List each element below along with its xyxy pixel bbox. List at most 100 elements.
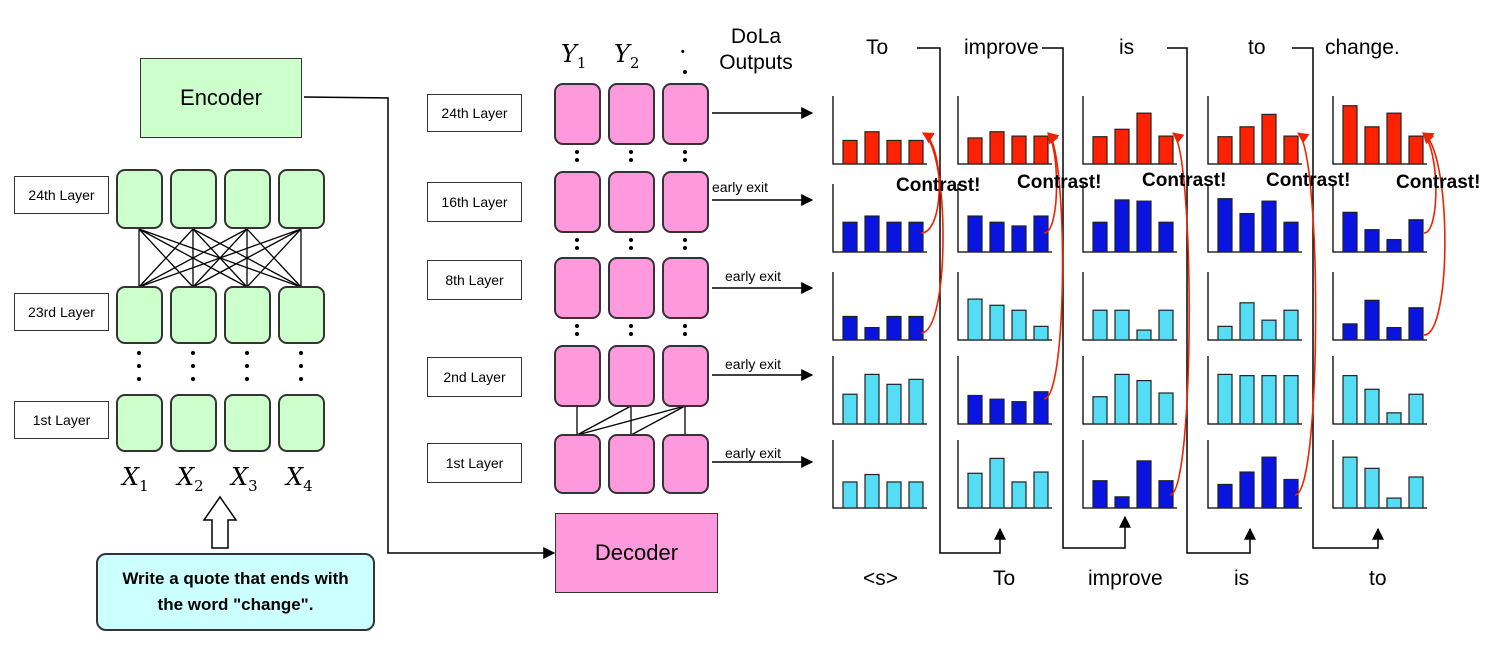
encoder-block [116,394,163,452]
encoder-layer-label-24: 24th Layer [14,176,109,214]
decoder-block [554,171,601,233]
histogram-bar [1342,375,1358,425]
histogram-bar [989,304,1005,341]
decoder-block [662,257,709,319]
histogram-bar [1239,375,1255,425]
histogram-bar [864,131,880,165]
histogram-bar [908,221,924,253]
histogram-bar [886,315,902,341]
histogram-bar [1092,309,1108,341]
decoder-block [608,434,655,494]
encoder-block [278,169,325,229]
contrast-label: Contrast! [1266,170,1351,191]
decoder-block [554,434,601,494]
histogram-bar [1408,307,1424,341]
histogram-bar [908,315,924,341]
histogram-bar [989,221,1005,253]
dola-outputs-label: DoLa Outputs [719,25,793,74]
histogram-bar [1342,211,1358,253]
histogram-bar [1283,375,1299,425]
histogram-bar [886,481,902,509]
histogram-bar [1342,323,1358,341]
histogram-bar [1011,309,1027,341]
decoder-output-ellipsis: · [679,38,687,66]
histogram-bar [1386,497,1402,509]
encoder-to-decoder-arrow [303,96,556,559]
input-token: <s> [863,567,899,590]
decoder-output-y1: Y1 [561,40,587,72]
decoder-box: Decoder [555,513,718,593]
histogram-bar [1261,375,1277,425]
early-exit-label: early exit [712,179,769,195]
histogram-bar [1364,299,1380,341]
decoder-block [608,83,655,145]
histogram-bar [1136,200,1152,253]
encoder-title: Encoder [180,85,262,110]
encoder-input-x3: X3 [231,463,258,495]
encoder-block [170,394,217,452]
output-token: is [1119,36,1135,59]
decoder-block [608,345,655,407]
contrast-arrows [920,132,1446,496]
histogram-bar [1114,128,1130,165]
histogram-bar [1408,393,1424,425]
histogram-grid [832,96,1427,509]
output-token: to [1248,36,1266,59]
encoder-box: Encoder [140,58,302,138]
decoder-output-y2: Y2 [614,40,640,72]
histogram-bar [1261,200,1277,253]
histogram-bar [1033,325,1049,341]
histogram-bar [1386,412,1402,425]
histogram-bar [1283,221,1299,253]
encoder-block [170,169,217,229]
histogram-bar [1033,471,1049,509]
decoder-block [608,257,655,319]
histogram-bar [1011,401,1027,425]
histogram-bar [1114,309,1130,341]
decoder-attention-lines [576,405,686,436]
histogram-bar [1342,105,1358,165]
histogram-bar [908,378,924,425]
histogram-bar [842,481,858,509]
histogram-bar [1283,135,1299,165]
histogram-bar [1217,483,1233,509]
histogram-bar [1136,112,1152,165]
prompt-up-arrow [202,495,238,549]
histogram-bar [864,215,880,253]
prompt-text: Write a quote that ends with the word "c… [122,569,349,614]
histogram-bar [1217,373,1233,425]
encoder-block [224,394,271,452]
histogram-bar [1364,126,1380,165]
histogram-bar [1217,198,1233,253]
input-token: To [993,567,1016,590]
histogram-bar [1158,480,1174,509]
input-token: improve [1088,567,1163,590]
decoder-block [662,345,709,407]
histogram-bar [1364,467,1380,509]
histogram-bar [967,298,983,341]
histogram-bar [1342,456,1358,509]
histogram-bar [842,221,858,253]
histogram-bar [864,473,880,509]
histogram-bar [1092,396,1108,425]
output-token: change. [1325,36,1400,59]
histogram-bar [1261,113,1277,165]
encoder-block [278,286,325,344]
histogram-bar [1158,135,1174,165]
histogram-bar [908,481,924,509]
decoder-layer-label-1: 1st Layer [427,443,522,483]
histogram-bar [886,221,902,253]
histogram-bar [1283,309,1299,341]
histogram-bar [1158,309,1174,341]
encoder-layer-label-23: 23rd Layer [14,293,109,331]
histogram-bar [1364,229,1380,253]
histogram-bar [1011,135,1027,165]
histogram-bar [908,139,924,165]
decoder-block [662,171,709,233]
early-exit-label: early exit [725,268,782,284]
decoder-ellipsis-dots [575,70,687,336]
histogram-bar [1386,239,1402,253]
contrast-label: Contrast! [1396,172,1481,193]
encoder-input-x1: X1 [122,463,149,495]
